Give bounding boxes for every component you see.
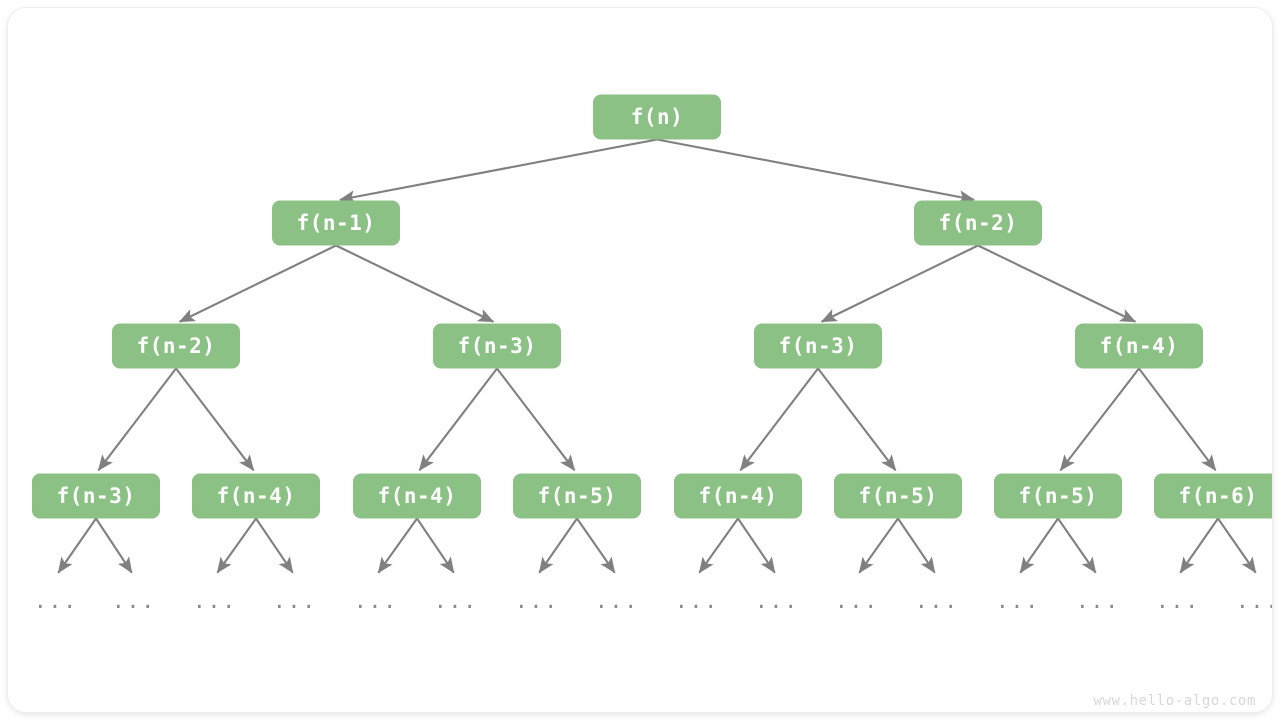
tree-node[interactable]: f(n-3): [32, 473, 160, 519]
ellipsis-label: ...: [915, 589, 959, 613]
leaf-stub-edge: [1179, 517, 1219, 574]
ellipsis-label: ...: [34, 589, 78, 613]
tree-node-label: f(n-3): [779, 334, 858, 358]
tree-node-box[interactable]: [192, 473, 320, 519]
leaf-stub-edge: [255, 517, 294, 574]
tree-node-box[interactable]: [112, 323, 240, 369]
tree-node-label: f(n-5): [538, 484, 617, 508]
tree-node-box[interactable]: [914, 200, 1042, 246]
edges-layer: [97, 138, 1217, 471]
ellipsis-label: ...: [996, 589, 1040, 613]
tree-node[interactable]: f(n-4): [674, 473, 802, 519]
leaf-stub-edge: [1217, 517, 1257, 574]
tree-edge: [178, 244, 337, 323]
tree-node-label: f(n-5): [1019, 484, 1098, 508]
tree-node-label: f(n-2): [137, 334, 216, 358]
leaf-stub-edge: [1019, 517, 1059, 574]
tree-edge: [739, 367, 819, 471]
ellipsis-label: ...: [755, 589, 799, 613]
ellipsis-label: ...: [1076, 589, 1120, 613]
tree-edge: [496, 367, 576, 471]
tree-node[interactable]: f(n-5): [513, 473, 641, 519]
recursion-tree-svg: f(n) f(n-1) f(n-2) f(n-2) f(n-3) f(n-3) f(n-4)…: [32, 94, 1272, 709]
tree-node-label: f(n-1): [297, 211, 376, 235]
tree-node-box[interactable]: [433, 323, 561, 369]
leaf-stub-edge: [416, 517, 455, 574]
tree-node-box[interactable]: [593, 94, 721, 140]
ellipsis-label: ...: [1236, 589, 1272, 613]
tree-node-label: f(n-4): [378, 484, 457, 508]
tree-edge: [1138, 367, 1217, 471]
tree-node-box[interactable]: [32, 473, 160, 519]
tree-node-box[interactable]: [754, 323, 882, 369]
ellipsis-label: ...: [835, 589, 879, 613]
tree-node[interactable]: f(n-1): [272, 200, 400, 246]
tree-node[interactable]: f(n-3): [754, 323, 882, 369]
tree-node-box[interactable]: [1154, 473, 1272, 519]
tree-edge: [418, 367, 498, 471]
tree-node[interactable]: f(n-5): [834, 473, 962, 519]
leaf-stub-edge: [57, 517, 97, 574]
watermark: www.hello-algo.com: [1093, 693, 1256, 709]
tree-node[interactable]: f(n-4): [192, 473, 320, 519]
tree-node[interactable]: f(n-5): [994, 473, 1122, 519]
tree-edge: [977, 244, 1137, 323]
ellipsis-label: ...: [434, 589, 478, 613]
leaf-stub-edge: [1057, 517, 1097, 574]
tree-edge: [656, 138, 975, 204]
tree-edge: [97, 367, 177, 471]
leaf-stub-edge: [95, 517, 133, 574]
tree-edge: [820, 244, 979, 323]
diagram-card: f(n) f(n-1) f(n-2) f(n-2) f(n-3) f(n-3) f(n-4)…: [8, 8, 1272, 712]
tree-node[interactable]: f(n-3): [433, 323, 561, 369]
nodes-layer: f(n) f(n-1) f(n-2) f(n-2) f(n-3) f(n-3) f(n-4)…: [32, 94, 1272, 519]
leaf-stub-edge: [698, 517, 739, 574]
tree-node[interactable]: f(n-4): [1075, 323, 1203, 369]
tree-node-label: f(n-4): [217, 484, 296, 508]
tree-node-box[interactable]: [834, 473, 962, 519]
tree-node-label: f(n): [631, 105, 684, 129]
tree-node[interactable]: f(n-2): [112, 323, 240, 369]
leaf-stub-edge: [897, 517, 936, 574]
tree-node-label: f(n-3): [458, 334, 537, 358]
leaf-stub-edge: [858, 517, 899, 574]
leaf-stub-edge: [576, 517, 616, 574]
leaf-stub-edge: [377, 517, 418, 574]
tree-edge: [339, 138, 658, 204]
ellipsis-label: ...: [354, 589, 398, 613]
tree-edge: [817, 367, 897, 471]
tree-node-label: f(n-5): [859, 484, 938, 508]
leaf-stubs-layer: [57, 517, 1257, 574]
tree-node-box[interactable]: [1075, 323, 1203, 369]
tree-node[interactable]: f(n-4): [353, 473, 481, 519]
ellipsis-label: ...: [675, 589, 719, 613]
tree-node-label: f(n-4): [699, 484, 778, 508]
tree-edge: [335, 244, 495, 323]
tree-node-box[interactable]: [353, 473, 481, 519]
ellipsis-label: ...: [112, 589, 156, 613]
tree-node-box[interactable]: [994, 473, 1122, 519]
ellipsis-label: ...: [273, 589, 317, 613]
tree-node[interactable]: f(n): [593, 94, 721, 140]
ellipsis-label: ...: [1156, 589, 1200, 613]
tree-node-label: f(n-4): [1100, 334, 1179, 358]
tree-node[interactable]: f(n-6): [1154, 473, 1272, 519]
tree-node-label: f(n-3): [57, 484, 136, 508]
tree-edge: [1059, 367, 1140, 471]
tree-node-label: f(n-2): [939, 211, 1018, 235]
leaf-stub-edge: [737, 517, 776, 574]
tree-node[interactable]: f(n-2): [914, 200, 1042, 246]
ellipsis-label: ...: [515, 589, 559, 613]
leaf-stub-edge: [216, 517, 257, 574]
tree-node-box[interactable]: [272, 200, 400, 246]
tree-edge: [175, 367, 255, 471]
ellipsis-layer: ........................................…: [34, 589, 1272, 613]
leaf-stub-edge: [538, 517, 578, 574]
ellipsis-label: ...: [193, 589, 237, 613]
ellipsis-label: ...: [595, 589, 639, 613]
tree-node-box[interactable]: [674, 473, 802, 519]
tree-node-label: f(n-6): [1179, 484, 1258, 508]
tree-node-box[interactable]: [513, 473, 641, 519]
